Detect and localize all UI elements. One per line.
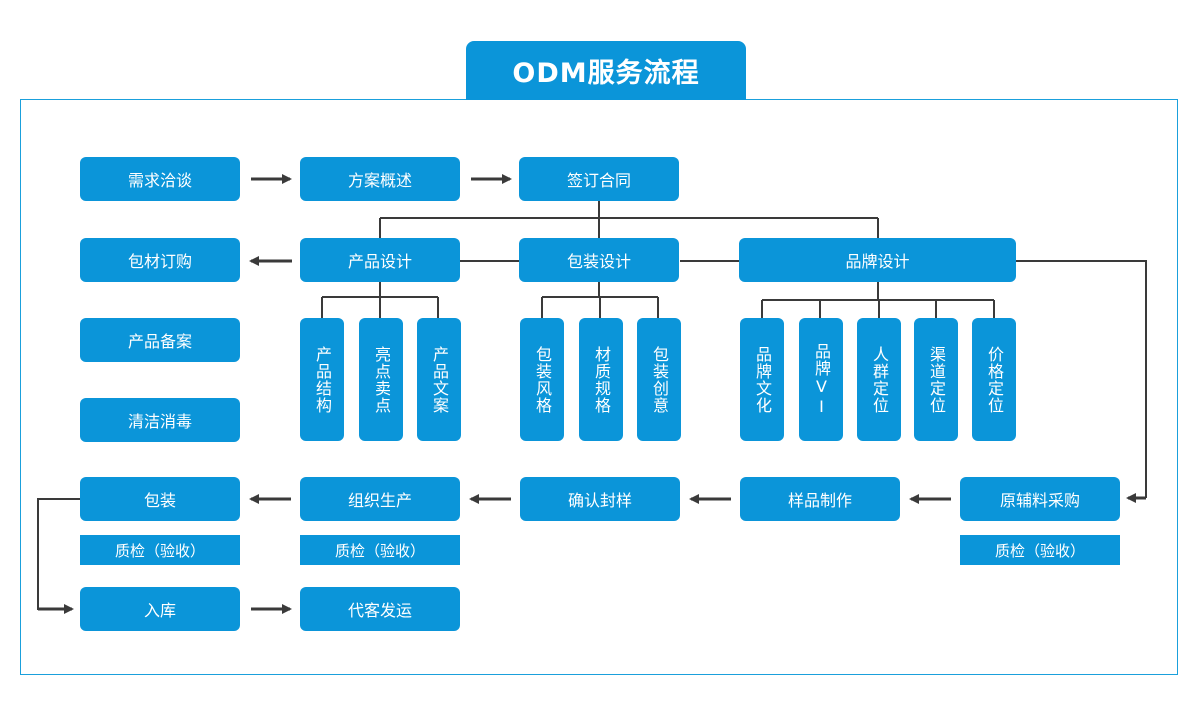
- package-style: 包装风格: [520, 318, 564, 441]
- step-sample-making: 样品制作: [740, 477, 900, 521]
- brand-channel-positioning: 渠道定位: [914, 318, 958, 441]
- product-design: 产品设计: [300, 238, 460, 282]
- step-organize-production: 组织生产: [300, 477, 460, 521]
- step-packaging: 包装: [80, 477, 240, 521]
- step-material-order: 包材订购: [80, 238, 240, 282]
- product-copywriting: 产品文案: [417, 318, 461, 441]
- step-warehousing: 入库: [80, 587, 240, 631]
- product-structure: 产品结构: [300, 318, 344, 441]
- brand-culture: 品牌文化: [740, 318, 784, 441]
- qc-label: 质检（验收）: [300, 535, 460, 565]
- step-product-filing: 产品备案: [80, 318, 240, 362]
- package-design: 包装设计: [519, 238, 679, 282]
- qc-label: 质检（验收）: [960, 535, 1120, 565]
- step-clean-disinfect: 清洁消毒: [80, 398, 240, 442]
- step-raw-material-procurement: 原辅料采购: [960, 477, 1120, 521]
- brand-vi: 品牌VI: [799, 318, 843, 441]
- brand-design: 品牌设计: [739, 238, 1016, 282]
- product-selling-points: 亮点卖点: [359, 318, 403, 441]
- brand-price-positioning: 价格定位: [972, 318, 1016, 441]
- step-sign-contract: 签订合同: [519, 157, 679, 201]
- diagram-title: ODM服务流程: [466, 41, 746, 100]
- step-shipping-service: 代客发运: [300, 587, 460, 631]
- line-brand-to-procurement: [1016, 260, 1147, 498]
- step-confirm-sample: 确认封样: [520, 477, 680, 521]
- package-creative: 包装创意: [637, 318, 681, 441]
- step-requirement-talk: 需求洽谈: [80, 157, 240, 201]
- qc-label: 质检（验收）: [80, 535, 240, 565]
- step-plan-overview: 方案概述: [300, 157, 460, 201]
- brand-audience-positioning: 人群定位: [857, 318, 901, 441]
- package-material-spec: 材质规格: [579, 318, 623, 441]
